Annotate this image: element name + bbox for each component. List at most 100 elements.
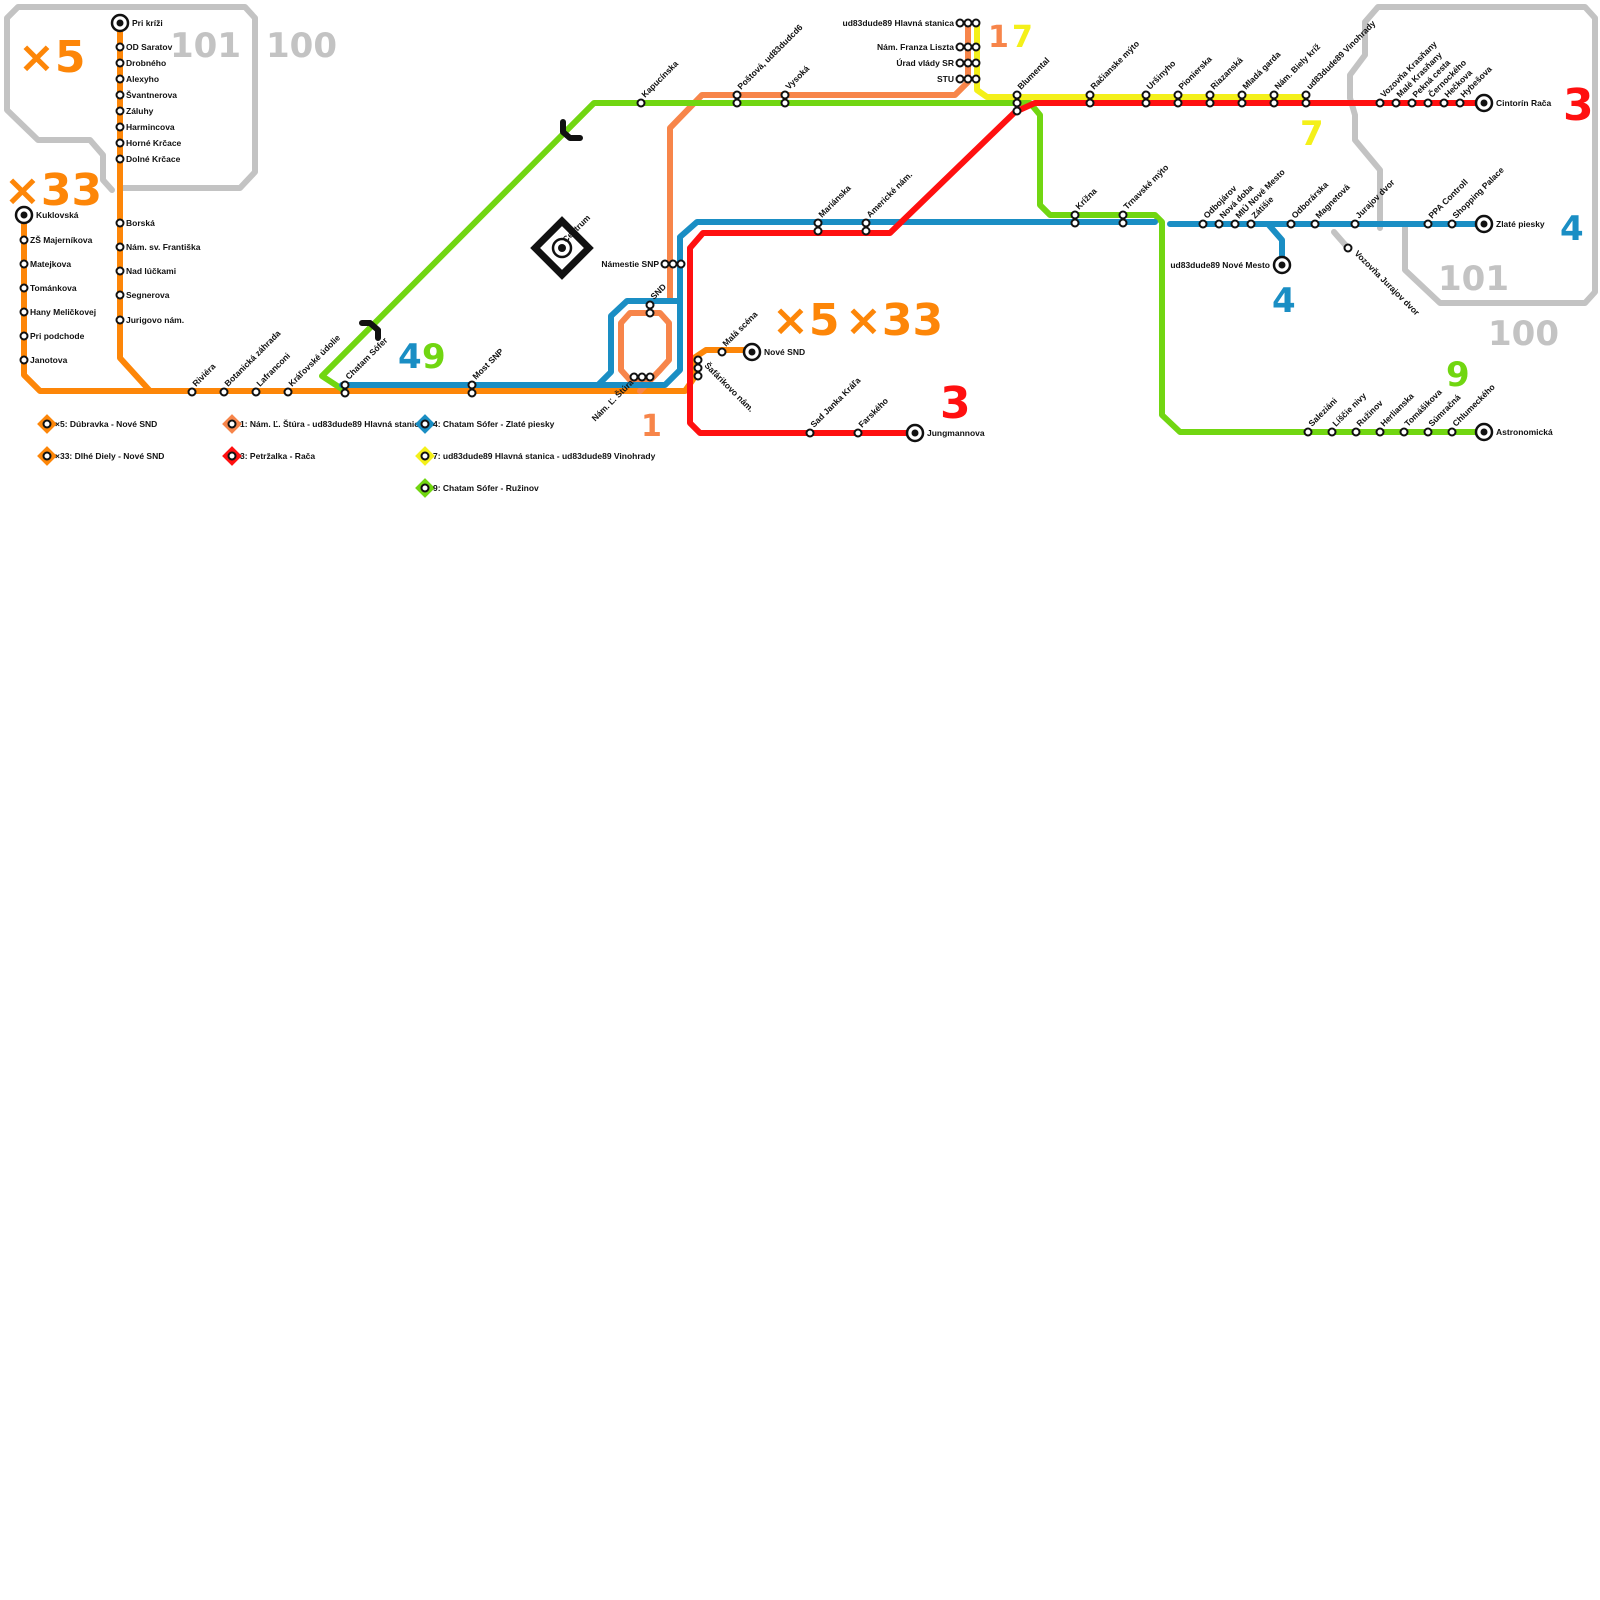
- station-jurigovo[interactable]: [115, 315, 125, 325]
- station-kapucinska[interactable]: [636, 98, 646, 108]
- station-label: Dolné Krčace: [126, 154, 181, 164]
- station-vysoka[interactable]: [780, 90, 790, 108]
- station-sad-janka-krala[interactable]: [805, 428, 815, 438]
- station-zahuly[interactable]: [115, 106, 125, 116]
- station-male-krasnany[interactable]: [1391, 98, 1401, 108]
- station-kuklovska[interactable]: [14, 205, 34, 225]
- station-riviera[interactable]: [187, 387, 197, 397]
- station-miu-nove-mesto[interactable]: [1230, 219, 1240, 229]
- station-tomasikova[interactable]: [1399, 427, 1409, 437]
- station-odborarska[interactable]: [1286, 219, 1296, 229]
- station-ruzinov[interactable]: [1351, 427, 1361, 437]
- station-cintorin-raca[interactable]: [1474, 93, 1494, 113]
- station-alexyho[interactable]: [115, 74, 125, 84]
- station-shopping-palace[interactable]: [1447, 219, 1457, 229]
- stop-marker: [115, 122, 125, 132]
- station-cernockeho[interactable]: [1423, 98, 1433, 108]
- station-drobneho[interactable]: [115, 58, 125, 68]
- station-vinohrady[interactable]: [1301, 90, 1311, 108]
- stop-marker: [19, 307, 29, 317]
- legend-item-l7: 7: ud83dude89 Hlavná stanica - ud83dude8…: [415, 446, 656, 466]
- station-pri-krizi[interactable]: [110, 13, 130, 33]
- stop-marker: [955, 42, 965, 52]
- station-astronomicka[interactable]: [1474, 422, 1494, 442]
- station-pionierska[interactable]: [1173, 90, 1183, 108]
- station-ppa-controll[interactable]: [1423, 219, 1433, 229]
- station-nove-snd[interactable]: [742, 342, 762, 362]
- station-horne-krcace[interactable]: [115, 138, 125, 148]
- station-herlianska[interactable]: [1375, 427, 1385, 437]
- stop-marker: [1351, 427, 1361, 437]
- stop-marker: [1343, 243, 1353, 253]
- station-most-snp[interactable]: [467, 380, 477, 398]
- station-zatisie[interactable]: [1246, 219, 1256, 229]
- station-hany-melickovej[interactable]: [19, 307, 29, 317]
- station-snd[interactable]: [645, 300, 655, 318]
- station-chatam[interactable]: [340, 380, 350, 398]
- station-nova-doba[interactable]: [1214, 219, 1224, 229]
- station-riazanska[interactable]: [1205, 90, 1215, 108]
- station-jurajov-dvor[interactable]: [1350, 219, 1360, 229]
- station-nove-mesto[interactable]: [1272, 255, 1292, 275]
- station-botanicka[interactable]: [219, 387, 229, 397]
- station-label: Malá scéna: [720, 309, 759, 348]
- station-nam-sv-frantiska[interactable]: [115, 242, 125, 252]
- stop-marker: [1198, 219, 1208, 229]
- station-urad-vlady[interactable]: [955, 58, 981, 68]
- station-harmincova[interactable]: [115, 122, 125, 132]
- stop-marker: [1237, 90, 1247, 100]
- station-hybesova[interactable]: [1455, 98, 1465, 108]
- station-mlada-garda[interactable]: [1237, 90, 1247, 108]
- station-stu[interactable]: [955, 74, 981, 84]
- station-trnavske-myto[interactable]: [1118, 210, 1128, 228]
- station-jungmannova[interactable]: [905, 423, 925, 443]
- stop-marker: [971, 42, 981, 52]
- station-od-saratov[interactable]: [115, 42, 125, 52]
- station-farskeho[interactable]: [853, 428, 863, 438]
- station-odbojarov[interactable]: [1198, 219, 1208, 229]
- station-nad-luckami[interactable]: [115, 266, 125, 276]
- station-mala-scena[interactable]: [717, 347, 727, 357]
- station-nam-biely-kriz[interactable]: [1269, 90, 1279, 108]
- station-lafranconi[interactable]: [251, 387, 261, 397]
- station-zs-majernikova[interactable]: [19, 235, 29, 245]
- station-hoeckova[interactable]: [1439, 98, 1449, 108]
- legend-item-l9: 9: Chatam Sófer - Ružinov: [415, 478, 539, 498]
- station-hlavna-stanica[interactable]: [955, 18, 981, 28]
- stop-marker: [955, 18, 965, 28]
- station-janotova[interactable]: [19, 355, 29, 365]
- stop-marker: [1118, 218, 1128, 228]
- terminal-dot: [911, 429, 919, 437]
- station-saleziani[interactable]: [1303, 427, 1313, 437]
- station-dolne-krcace[interactable]: [115, 154, 125, 164]
- station-nam-franza-liszta[interactable]: [955, 42, 981, 52]
- station-vozovna-krasnany[interactable]: [1375, 98, 1385, 108]
- station-namestie-snp[interactable]: [660, 259, 686, 269]
- station-liscie-nivy[interactable]: [1327, 427, 1337, 437]
- station-americke-nam[interactable]: [861, 218, 871, 236]
- station-matejkova[interactable]: [19, 259, 29, 269]
- station-kralovske[interactable]: [283, 387, 293, 397]
- station-safarikovo[interactable]: [693, 355, 703, 381]
- station-borska[interactable]: [115, 218, 125, 228]
- station-pekna-cesta[interactable]: [1407, 98, 1417, 108]
- station-nam-l-stura[interactable]: [629, 372, 655, 382]
- station-label: Sad Janka Kráľa: [808, 375, 862, 429]
- station-krizna[interactable]: [1070, 210, 1080, 228]
- station-chlumeckeho[interactable]: [1447, 427, 1457, 437]
- station-segnerova[interactable]: [115, 290, 125, 300]
- station-postova[interactable]: [732, 90, 742, 108]
- station-zlate-piesky[interactable]: [1474, 214, 1494, 234]
- station-sumracna[interactable]: [1423, 427, 1433, 437]
- station-vozovna-jurajov[interactable]: [1343, 243, 1353, 253]
- station-magnetova[interactable]: [1310, 219, 1320, 229]
- station-tomankova[interactable]: [19, 283, 29, 293]
- station-racianske-myto[interactable]: [1085, 90, 1095, 108]
- station-svantnerova[interactable]: [115, 90, 125, 100]
- station-pri-podchode[interactable]: [19, 331, 29, 341]
- station-marianska[interactable]: [813, 218, 823, 236]
- station-blumental[interactable]: [1012, 90, 1022, 116]
- station-label: Pri podchode: [30, 331, 85, 341]
- station-ursinyho[interactable]: [1141, 90, 1151, 108]
